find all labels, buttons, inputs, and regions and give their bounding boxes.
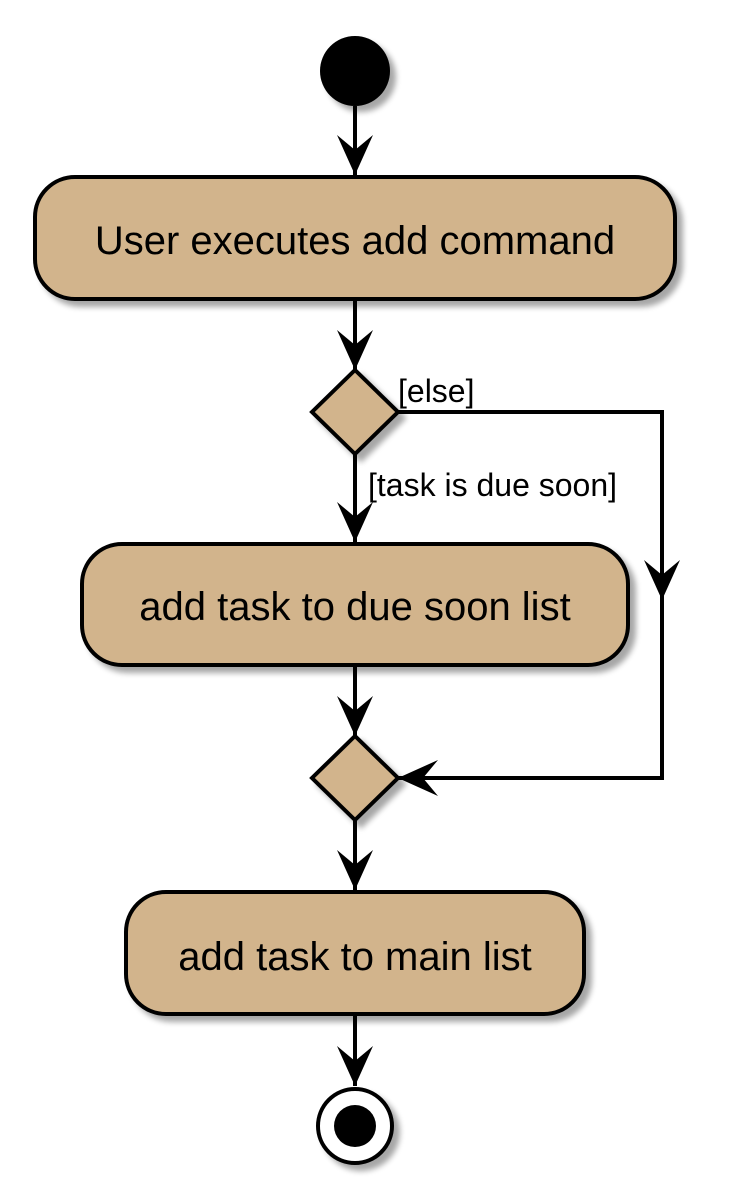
arrow-down-icon bbox=[337, 1046, 373, 1086]
arrow-down-icon bbox=[337, 330, 373, 370]
arrow-down-icon bbox=[337, 696, 373, 736]
end-node bbox=[316, 1087, 394, 1165]
merge-diamond bbox=[309, 733, 401, 823]
decision-diamond bbox=[309, 367, 401, 457]
action-box bbox=[80, 542, 630, 667]
start-node bbox=[320, 36, 390, 106]
arrow-left-icon bbox=[398, 760, 438, 796]
action-label: add task to due soon list bbox=[139, 585, 570, 629]
arrow-down-icon bbox=[337, 502, 373, 542]
merge-node bbox=[309, 733, 401, 823]
guard-else: [else] bbox=[398, 373, 474, 409]
action-add-main: add task to main list bbox=[124, 890, 586, 1016]
arrow-down-icon bbox=[337, 850, 373, 890]
arrow-down-icon bbox=[644, 560, 680, 600]
action-label: User executes add command bbox=[95, 219, 615, 263]
decision-node bbox=[309, 367, 401, 457]
action-box bbox=[124, 890, 586, 1016]
action-label: add task to main list bbox=[178, 935, 532, 979]
action-execute-add: User executes add command bbox=[33, 175, 677, 301]
arrowheads bbox=[337, 135, 680, 1086]
arrow-down-icon bbox=[337, 135, 373, 175]
end-dot bbox=[334, 1105, 376, 1147]
action-add-due-soon: add task to due soon list bbox=[80, 542, 630, 667]
guard-task-due-soon: [task is due soon] bbox=[368, 467, 617, 503]
action-box bbox=[33, 175, 677, 301]
